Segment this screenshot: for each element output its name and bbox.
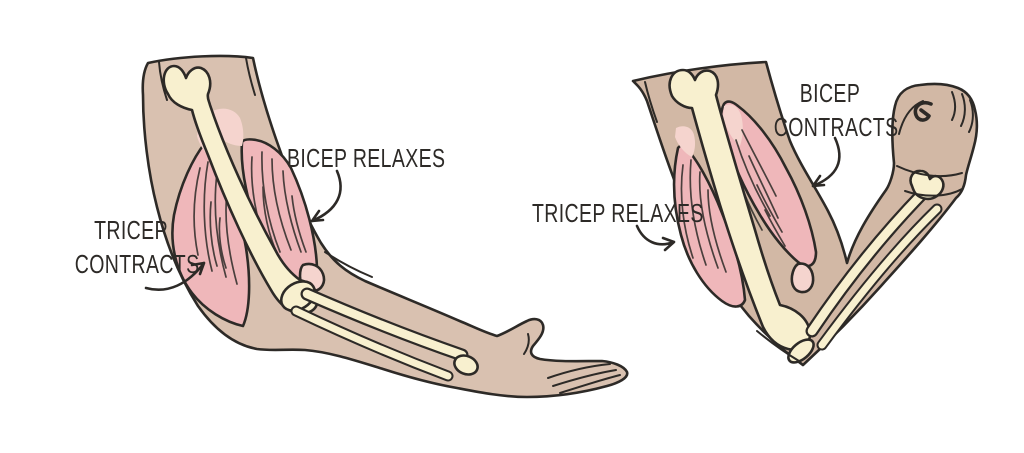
bicep-lower-tendon (790, 262, 815, 294)
thumb-curl-line (913, 101, 933, 122)
tricep-tendon (675, 126, 696, 157)
wrist-crease-lines (896, 165, 963, 197)
annotation-arrows (144, 136, 841, 291)
bicep-contracts-line2: CONTRACTS (773, 112, 899, 142)
finger-lines (523, 333, 621, 394)
olecranon-bone (787, 338, 815, 364)
knuckle-lines (951, 91, 974, 133)
tricep-contracts-arrow (144, 261, 206, 291)
shoulder-crease-line (644, 81, 658, 123)
shoulder-crease-lines (158, 57, 256, 101)
ulna-bone-fill (292, 307, 452, 380)
humerus-bone (162, 64, 319, 315)
tricep-relaxes-label: TRICEP RELAXES (532, 198, 704, 228)
tricep-fibers (193, 161, 238, 285)
extended-arm-figure (141, 54, 629, 399)
bicep-fibers (250, 151, 307, 254)
wrist-bone (453, 354, 479, 376)
elbow-crease-line (324, 251, 373, 278)
tricep-contracts-line1: TRICEP (94, 215, 168, 245)
bicep-relaxes-label: BICEP RELAXES (287, 143, 446, 173)
radius-bone-fill (302, 289, 467, 360)
radius-bone-fill (807, 187, 929, 336)
humerus-bone (668, 68, 812, 351)
tricep-contracts-label: TRICEP CONTRACTS (74, 213, 200, 281)
tricep-fibers (680, 159, 727, 273)
bicep-relaxes-arrow (310, 169, 342, 223)
tricep-contracts-line2: CONTRACTS (74, 249, 200, 279)
bicep-contracts-arrow (811, 136, 841, 188)
bicep-contracts-label: BICEP CONTRACTS (773, 76, 899, 144)
tricep-relaxes-arrow (635, 224, 676, 252)
flexed-arm-figure (631, 60, 979, 367)
bicep-upper-tendon (723, 104, 743, 146)
bicep-contracts-line1: BICEP (799, 78, 861, 108)
ulna-bone-fill (818, 205, 941, 349)
elbow-fold-line (756, 330, 800, 362)
bicep-upper-tendon (207, 108, 244, 146)
